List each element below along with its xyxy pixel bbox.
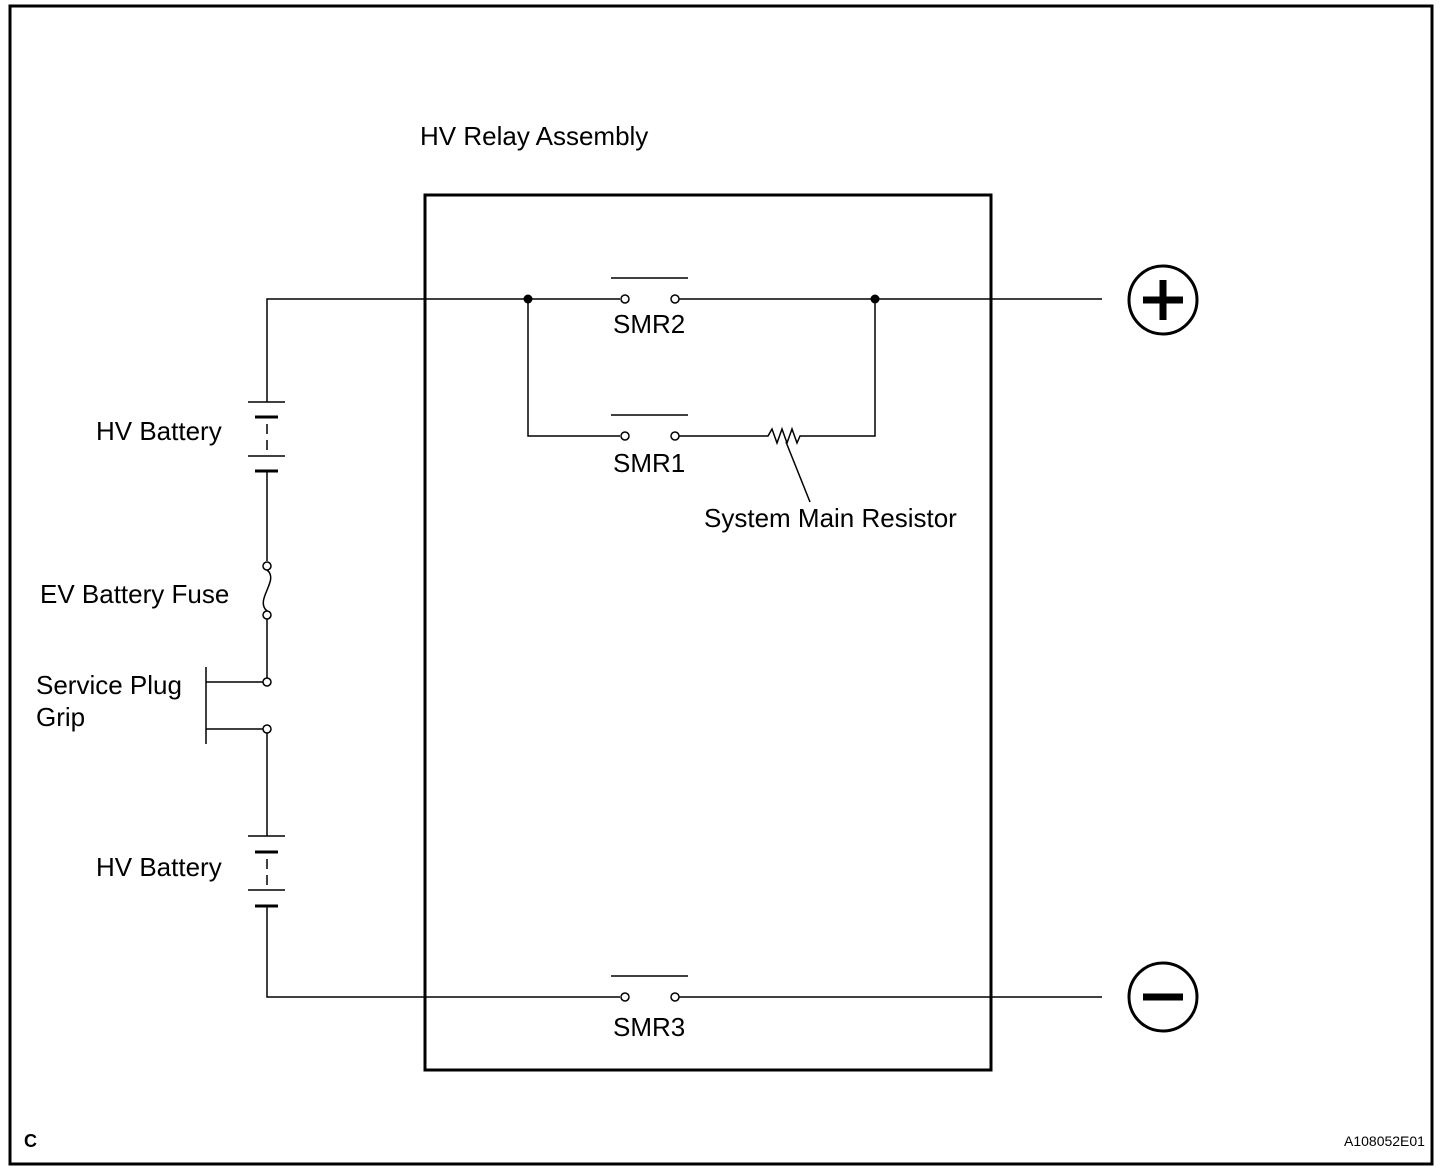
hv-battery-top — [248, 401, 285, 473]
minus-circle-icon — [1127, 961, 1199, 1033]
figure-frame — [8, 4, 1434, 1166]
corner-code: C — [24, 1131, 37, 1151]
smr1-contact-b — [670, 431, 680, 441]
smr3-relay — [611, 975, 688, 1002]
figure-id: A108052E01 — [1344, 1133, 1425, 1149]
plus-circle-icon — [1127, 264, 1199, 336]
battery-bottom-label: HV Battery — [96, 852, 222, 882]
battery-top-label: HV Battery — [96, 416, 222, 446]
smr1-contact-a — [620, 431, 630, 441]
smr2-relay — [611, 277, 688, 304]
smr2-contact-b — [670, 294, 680, 304]
ev-battery-fuse — [262, 561, 272, 620]
resistor-label: System Main Resistor — [704, 503, 957, 533]
smr1-relay — [611, 414, 688, 441]
service-plug-label-line2: Grip — [36, 702, 85, 732]
bottom-left-wire — [266, 906, 620, 998]
fuse-label: EV Battery Fuse — [40, 579, 229, 609]
smr3-contact-b — [670, 992, 680, 1002]
service-plug-label-line1: Service Plug — [36, 670, 182, 700]
smr1-left-wire — [527, 299, 620, 437]
smr2-contact-a — [620, 294, 630, 304]
smr3-contact-a — [620, 992, 630, 1002]
system-main-resistor — [679, 299, 876, 446]
service-plug-grip — [205, 667, 272, 744]
relay-assembly-box — [423, 193, 993, 1072]
hv-battery-bottom — [248, 835, 285, 908]
smr2-label: SMR2 — [613, 309, 685, 339]
resistor-leader-line — [785, 441, 811, 503]
relay-assembly-label: HV Relay Assembly — [420, 121, 648, 151]
top-left-wire — [266, 298, 528, 402]
smr1-label: SMR1 — [613, 448, 685, 478]
smr3-label: SMR3 — [613, 1012, 685, 1042]
